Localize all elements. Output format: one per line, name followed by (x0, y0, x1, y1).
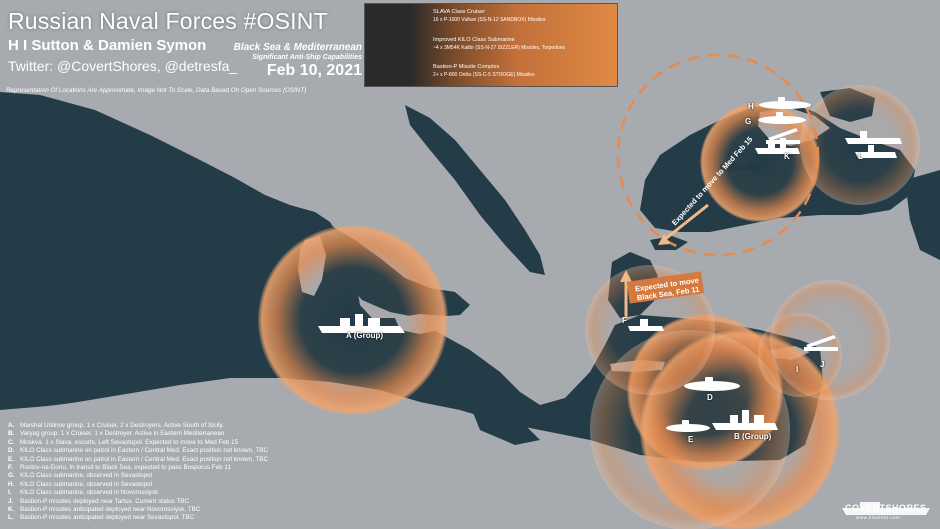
italy-landmass (300, 120, 505, 310)
label-j: J (820, 360, 825, 369)
label-l: L (858, 152, 863, 161)
list-item: G. KILO Class submarine, observed in Seva… (8, 472, 268, 480)
ships-silhouette-l (845, 131, 902, 158)
legend-item-name: Bastion-P Missile Complex (433, 64, 500, 70)
rostov-annotation-box (626, 271, 705, 304)
arrow-moskva-to-med (663, 203, 709, 242)
note-key: B. (8, 430, 15, 438)
note-text: Bastion-P missiles anticipated deployed … (20, 514, 195, 522)
list-item: I. KILO Class submarine, observed in Novo… (8, 489, 268, 497)
label-g: G (745, 117, 752, 126)
list-item: D. KILO Class submarine on patrol in East… (8, 447, 268, 455)
legend: SLAVA Class Cruiser 16 x P-1000 Vulkan (… (364, 3, 618, 87)
watermark-brand: COVERTSHORES (845, 503, 927, 513)
submarine-silhouette-h (759, 97, 811, 109)
list-item: H. KILO Class submarine, observed in Seva… (8, 481, 268, 489)
list-item: C. Moskva. 1 x Slava, escorts. Left Sevas… (8, 439, 268, 447)
note-text: Bastion-P missiles deployed near Tartus.… (20, 497, 190, 505)
adriatic-sea (405, 105, 545, 275)
label-a-group: A (Group) (346, 331, 384, 340)
cruiser-silhouette-b (712, 410, 778, 430)
note-key: F. (8, 464, 13, 472)
header: Russian Naval Forces #OSINT H I Sutton &… (8, 8, 328, 76)
submarine-silhouette-g (758, 112, 806, 124)
list-item: F. Rostov-na-Donu. In transit to Black Se… (8, 464, 268, 472)
range-ring-moskva-dashed (616, 53, 820, 257)
destroyer-silhouette-f (628, 319, 664, 331)
note-text: Marshal Ustinov group. 1 x Cruiser, 2 x … (20, 422, 224, 429)
disclaimer: Representation Of Locations Are Approxim… (6, 87, 307, 94)
cruiser-silhouette-a (318, 314, 405, 333)
range-ring-l (800, 85, 920, 205)
africa-landmass (0, 385, 800, 529)
legend-item-desc: 16 x P-1000 Vulkan (SS-N-12 SANDBOX) Mis… (433, 17, 546, 23)
note-key: I. (8, 489, 12, 497)
legend-item-desc: 2+ x P-800 Oniks (SS-C-5 STOOGE) Missile… (433, 72, 535, 78)
submarine-silhouette-d (684, 377, 740, 391)
twitter-handles: Twitter: @CovertShores, @detresfa_ (8, 58, 238, 74)
label-i: I (796, 365, 799, 374)
note-text: Varyag group. 1 x Cruiser, 1 x Destroyer… (20, 430, 225, 438)
note-text: Bastion-P missiles anticipated deployed … (20, 506, 201, 514)
label-e: E (688, 435, 694, 444)
authors: H I Sutton & Damien Symon (8, 37, 207, 54)
note-text: KILO Class submarine, observed in Novoro… (20, 489, 159, 497)
region-title: Black Sea & Mediterranean (233, 42, 362, 53)
list-item: A. Marshal Ustinov group. 1 x Cruiser, 2 … (8, 422, 268, 430)
list-item: L. Bastion-P missiles anticipated deploye… (8, 514, 268, 522)
subtitle: Significant Anti-Ship Capabilities (252, 54, 362, 61)
page-title: Russian Naval Forces #OSINT (8, 8, 328, 34)
note-text: KILO Class submarine, observed in Sevast… (20, 480, 152, 488)
note-text: KILO Class submarine, observed in Sevast… (20, 472, 152, 480)
label-b-group: B (Group) (734, 432, 772, 441)
label-d: D (707, 393, 713, 402)
note-key: H. (8, 480, 15, 488)
legend-item-bastion: Bastion-P Missile Complex 2+ x P-800 Oni… (365, 58, 617, 84)
label-c-group: C (Group) (720, 163, 758, 172)
legend-item-name: Improved KILO Class Submarine (433, 37, 515, 43)
legend-item-desc: ~4 x 3M54K Kalibr (SS-N-27 SIZZLER) Miss… (433, 45, 566, 51)
note-key: C. (8, 438, 15, 446)
note-key: J. (8, 497, 14, 505)
label-f: F (622, 316, 627, 325)
list-item: E. KILO Class submarine on patrol in East… (8, 456, 268, 464)
missile-launcher-silhouette-k (766, 128, 800, 144)
legend-item-cruiser: SLAVA Class Cruiser 16 x P-1000 Vulkan (… (365, 6, 617, 32)
note-key: D. (8, 447, 15, 455)
note-text: KILO Class submarine on patrol in Easter… (20, 455, 269, 463)
list-item: B. Varyag group. 1 x Cruiser, 1 x Destroy… (8, 430, 268, 438)
arrowhead-rostov-to-black-sea (620, 270, 632, 282)
arrowhead-moskva-to-med (658, 234, 670, 245)
range-ring-a (258, 225, 448, 415)
note-key: G. (8, 472, 15, 480)
submarine-silhouette-e (666, 420, 710, 432)
gulf-of-sidra (470, 405, 540, 445)
note-text: Rostov-na-Donu. In transit to Black Sea,… (20, 464, 231, 472)
note-key: A. (8, 422, 15, 429)
legend-item-submarine: Improved KILO Class Submarine ~4 x 3M54K… (365, 32, 617, 58)
note-key: K. (8, 506, 15, 514)
caspian-sea-edge (905, 170, 940, 260)
notes-list: A. Marshal Ustinov group. 1 x Cruiser, 2 … (8, 422, 268, 523)
label-h: H (748, 102, 754, 111)
list-item: K. Bastion-P missiles anticipated deploye… (8, 506, 268, 514)
covertshores-logo-ship (842, 502, 930, 515)
watermark-url: www.hisutton.com (856, 515, 901, 520)
label-k: K (784, 152, 790, 161)
note-key: E. (8, 455, 14, 463)
date: Feb 10, 2021 (266, 62, 362, 79)
legend-item-name: SLAVA Class Cruiser (433, 9, 486, 15)
note-text: KILO Class submarine on patrol in Easter… (20, 447, 269, 455)
note-key: L. (8, 514, 14, 522)
note-text: Moskva. 1 x Slava, escorts. Left Sevasto… (20, 438, 239, 446)
missile-launcher-silhouette-j (804, 335, 838, 351)
list-item: J. Bastion-P missiles deployed near Tartu… (8, 498, 268, 506)
